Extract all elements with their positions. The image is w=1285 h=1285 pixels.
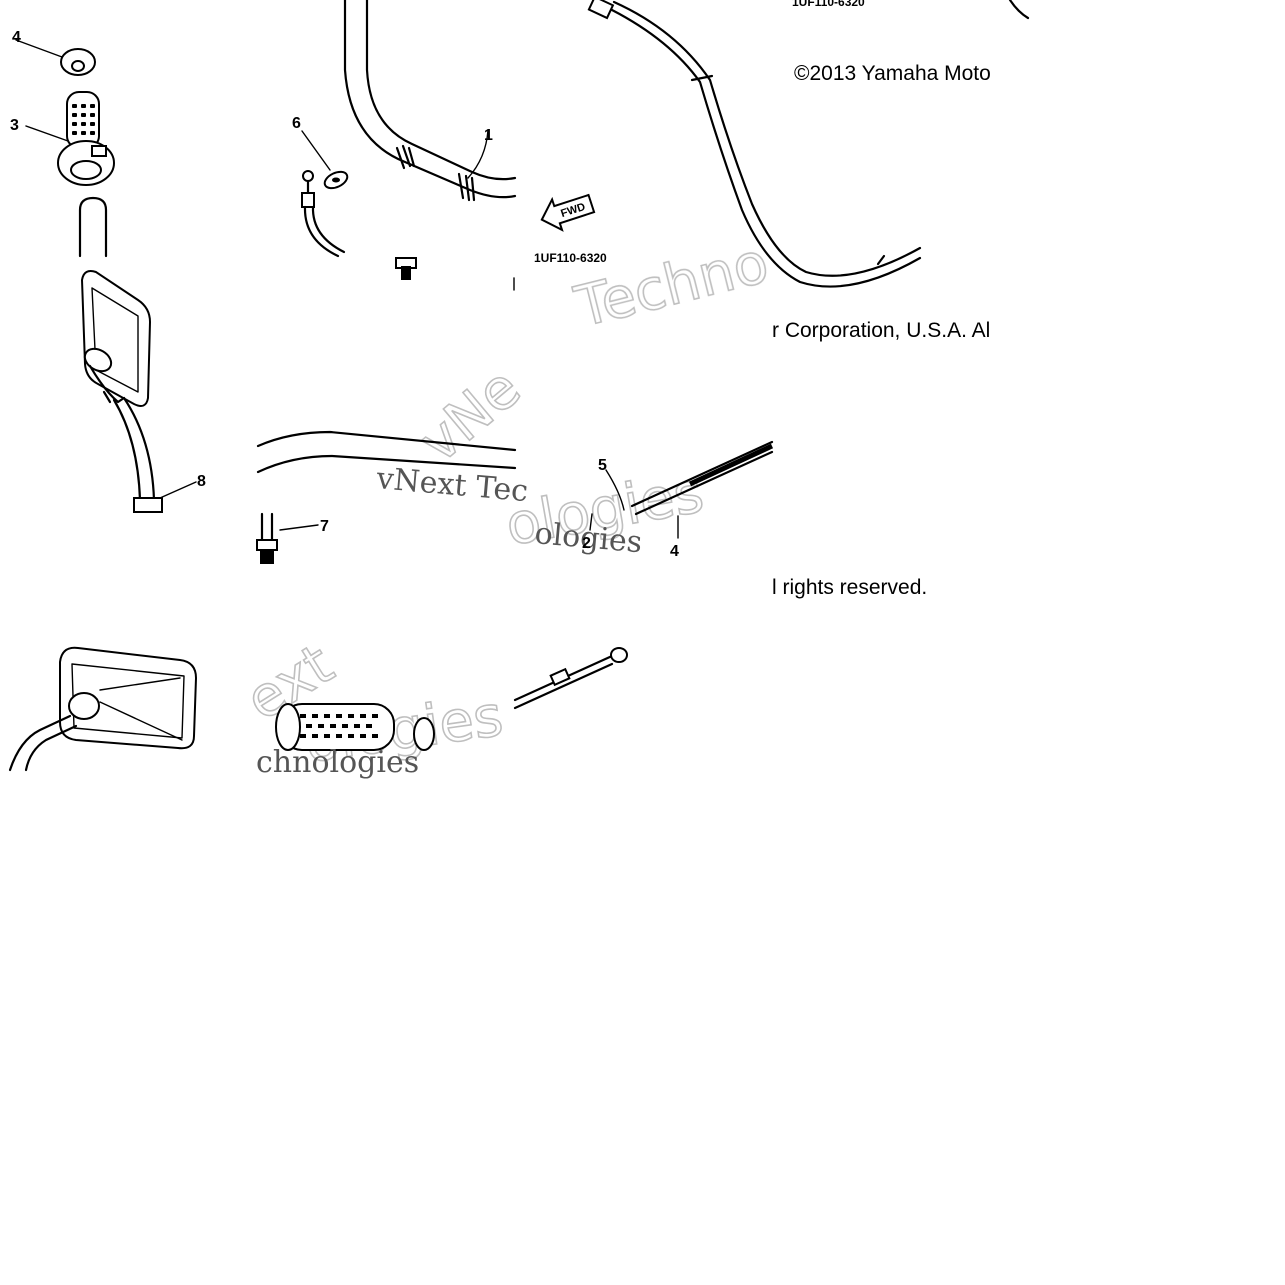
callout-5: 5 [598,457,607,474]
cable-wire-2 [513,662,614,710]
callout-2: 2 [582,535,591,552]
leader-1 [467,129,489,179]
handlebar-inner [365,0,517,181]
cable-end-fitting [301,192,315,208]
cable-end-nipple [610,647,628,663]
tile-mirror-left [8,646,198,772]
cable-adjuster [256,512,278,564]
clutch-cable-1 [630,440,774,508]
throttle-grip [57,91,115,186]
copyright-line-3: l rights reserved. [772,576,927,599]
handlebar-outer [343,0,517,199]
watermark-chnologies: chnologies [256,745,419,780]
left-grip [275,703,435,751]
tile-cable-end [513,647,628,710]
grip-end-cap [60,48,96,76]
cable-sleeve [688,443,774,487]
throttle-cable-inner [612,0,922,277]
knurl-band-2 [457,172,476,202]
tile-grip-cap: 4 3 [10,29,115,258]
part-number-mid: 1UF110-6320 [534,251,607,265]
mirror-head-2 [59,646,198,750]
callout-6: 6 [292,115,301,132]
tile-fwd: FWD 1UF110-6320 [513,0,922,291]
knurl-band-1 [395,144,416,170]
tile-grip-left: chnologies [256,703,435,780]
leader-7 [279,524,319,531]
cable-short-1 [303,205,340,258]
tile-copyright: 1UF110-6320 ©2013 Yamaha Moto [792,0,1030,85]
callout-7: 7 [320,518,329,535]
copyright-line-1: ©2013 Yamaha Moto [794,62,991,85]
leader-5 [605,469,625,511]
callout-1: 1 [484,127,493,144]
callout-4b: 4 [670,543,679,560]
cable-fragment [1008,0,1030,20]
leader-2 [589,513,593,531]
cable-clamp [323,170,349,190]
cable-band-2 [876,254,886,266]
mirror-stem [83,347,163,513]
throttle-cable-outer [610,8,922,288]
handlebar-2-outer [256,430,517,452]
bolt [395,257,417,280]
tile-mirror-right: 8 [80,270,206,513]
cable-nipple [302,170,314,182]
leader-6 [301,130,331,171]
leader-3 [25,125,69,142]
mirror-head [80,270,152,407]
watermark-vne: vNe [407,356,533,476]
handlebar-2-inner [256,454,517,474]
copyright-line-2: r Corporation, U.S.A. Al [772,319,990,342]
callout-4: 4 [12,29,21,46]
clutch-cable-2 [634,450,774,516]
watermark-techno: Techno [569,230,775,341]
mirror-arm-2 [8,692,100,772]
tile-handlebar-2: vNext Tec 7 [256,430,529,564]
leader-4 [15,39,63,58]
cable-housing-end [587,0,615,20]
cable-ferrule [549,667,571,687]
tile-handlebar: 1 6 [292,0,517,280]
callout-3: 3 [10,117,19,134]
leader-8 [159,481,197,499]
handlebar-end [78,196,108,258]
part-number-top: 1UF110-6320 [792,0,865,9]
cable-band [690,74,714,82]
forward-arrow-icon: FWD [540,193,596,232]
callout-8: 8 [197,473,206,490]
cable-short-2 [311,205,346,254]
tile-copyright-2: r Corporation, U.S.A. Al l rights reserv… [772,319,990,599]
